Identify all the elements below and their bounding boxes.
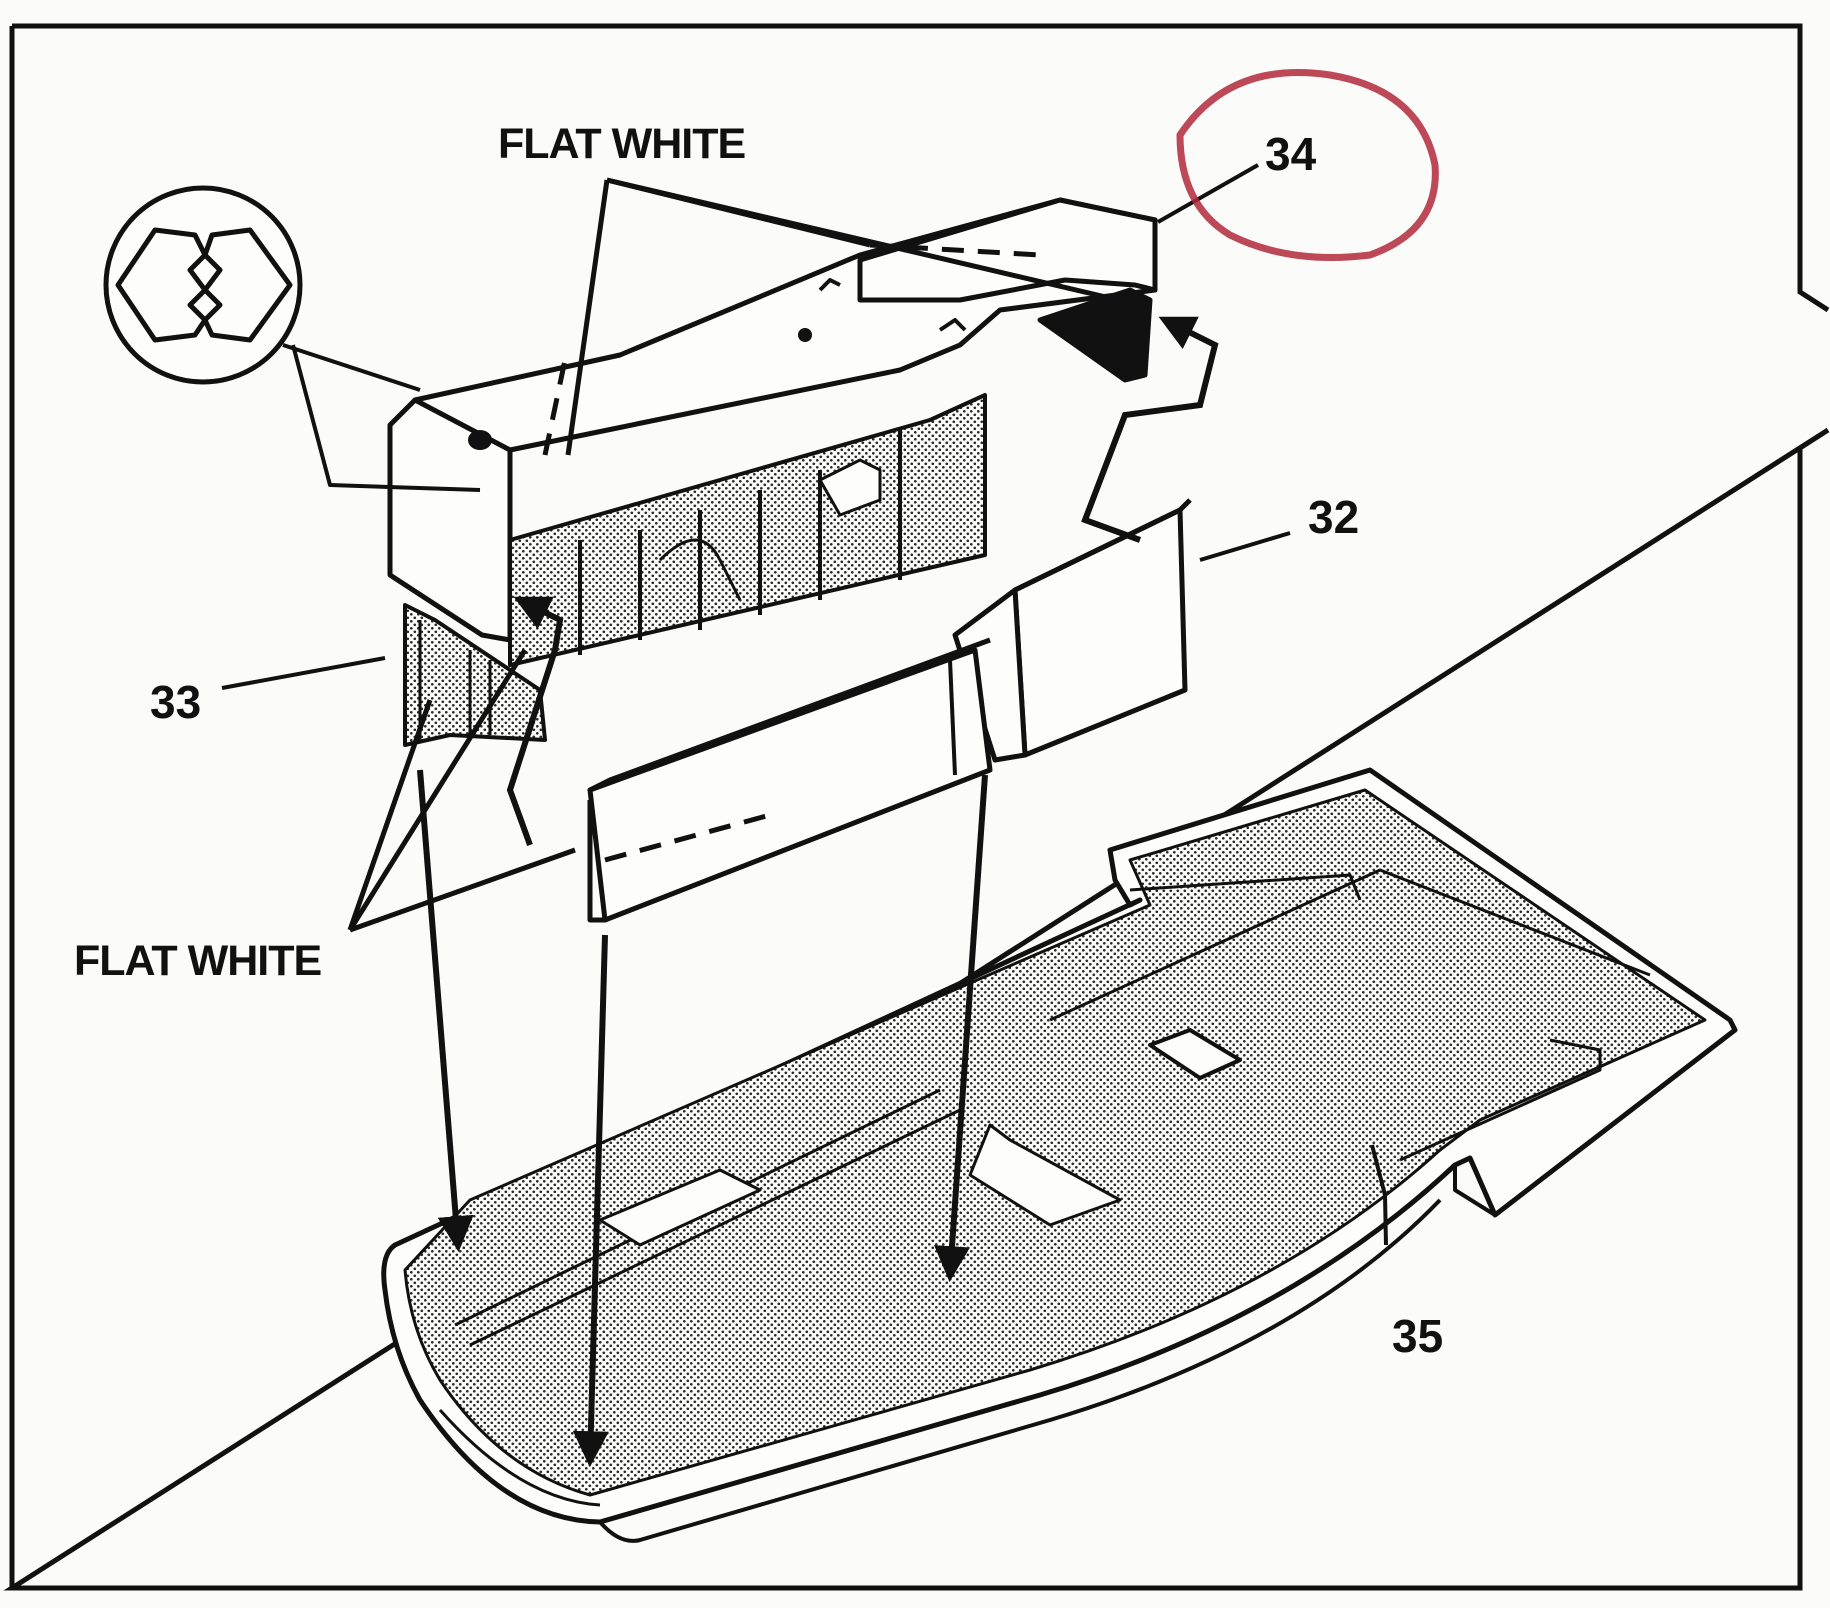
part-leaders <box>221 163 1388 1246</box>
break-apart-arrows-icon <box>103 185 481 492</box>
part-34-rear-assembly <box>387 197 1158 667</box>
flat-white-top-leaders <box>565 177 1141 456</box>
red-marker-circle <box>1176 69 1439 261</box>
flat-white-bottom-leaders <box>347 648 576 933</box>
flat-white-label-bottom: FLAT WHITE <box>74 937 321 985</box>
hidden-lines <box>542 242 1041 863</box>
assembly-arrows <box>417 316 1219 1468</box>
part-32-step-panel <box>587 498 1192 923</box>
flat-white-label-top: FLAT WHITE <box>498 120 745 168</box>
part-number-35: 35 <box>1392 1310 1443 1362</box>
part-number-34: 34 <box>1265 128 1317 180</box>
part-number-33: 33 <box>150 676 201 728</box>
part-number-32: 32 <box>1308 491 1359 543</box>
part-35-base-tray <box>381 767 1738 1543</box>
part-33-side-panel <box>403 603 547 747</box>
